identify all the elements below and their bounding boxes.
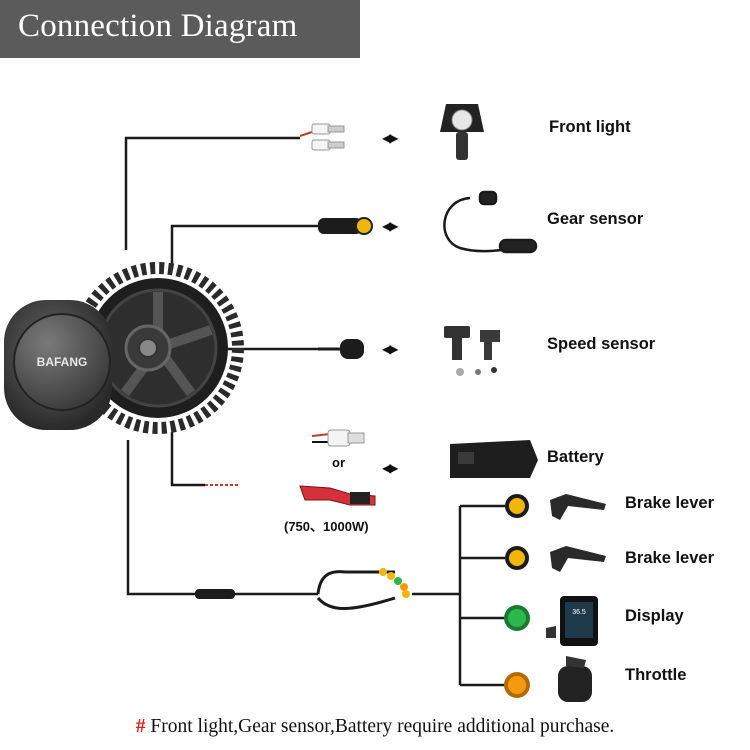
front-light-icon xyxy=(440,104,484,160)
title-bar: Connection Diagram xyxy=(0,0,360,58)
speed-sensor-arrow-icon: ◀▶ xyxy=(382,342,399,356)
speed-sensor-connector xyxy=(318,339,364,359)
front-light-connector xyxy=(299,123,345,151)
brake-lever-icon-2 xyxy=(550,546,606,572)
battery-wire xyxy=(170,432,205,487)
battery-arrow-icon: ◀▶ xyxy=(382,461,399,475)
main-harness-wire xyxy=(126,440,318,596)
battery-connector-a xyxy=(311,429,365,447)
label-or: or xyxy=(332,455,345,470)
label-brake-lever-2: Brake lever xyxy=(625,549,714,567)
bafang-motor: BAFANG xyxy=(4,262,244,434)
gear-sensor-icon xyxy=(443,190,538,254)
brake-lever-icon-1 xyxy=(550,494,606,520)
throttle-icon xyxy=(558,656,592,702)
gear-sensor-arrow-icon: ◀▶ xyxy=(382,219,399,233)
main-harness xyxy=(195,568,410,610)
battery-connector-b xyxy=(205,484,376,506)
front-light-wire xyxy=(124,136,300,250)
gear-sensor-connector xyxy=(318,217,373,235)
crank-spindle xyxy=(138,338,158,358)
chainring-teeth xyxy=(72,262,244,434)
motor-brand: BAFANG xyxy=(37,355,88,369)
battery-icon xyxy=(450,440,538,478)
label-throttle: Throttle xyxy=(625,666,687,684)
label-display: Display xyxy=(625,607,684,625)
footnote-marker: # xyxy=(135,716,146,737)
diagram-title: Connection Diagram xyxy=(18,8,298,44)
harness-connector-brake-1 xyxy=(505,494,529,518)
harness-connector-throttle xyxy=(504,672,530,698)
front-light-arrow-icon: ◀▶ xyxy=(382,131,399,145)
motor-cover xyxy=(13,313,111,411)
label-gear-sensor: Gear sensor xyxy=(547,210,644,228)
display-icon: 36.5 xyxy=(546,596,598,646)
harness-connector-brake-2 xyxy=(505,546,529,570)
label-power-note: (750、1000W) xyxy=(284,519,369,534)
label-battery: Battery xyxy=(547,448,604,466)
footnote: # Front light,Gear sensor,Battery requir… xyxy=(0,716,750,738)
gear-sensor-wire xyxy=(170,224,318,265)
wires xyxy=(124,136,505,687)
speed-sensor-icon xyxy=(444,326,500,376)
harness-connector-display xyxy=(504,605,530,631)
label-speed-sensor: Speed sensor xyxy=(547,335,656,353)
display-speed: 36.5 xyxy=(572,609,586,616)
label-brake-lever-1: Brake lever xyxy=(625,494,714,512)
footnote-text: Front light,Gear sensor,Battery require … xyxy=(145,716,615,737)
label-front-light: Front light xyxy=(549,118,631,136)
